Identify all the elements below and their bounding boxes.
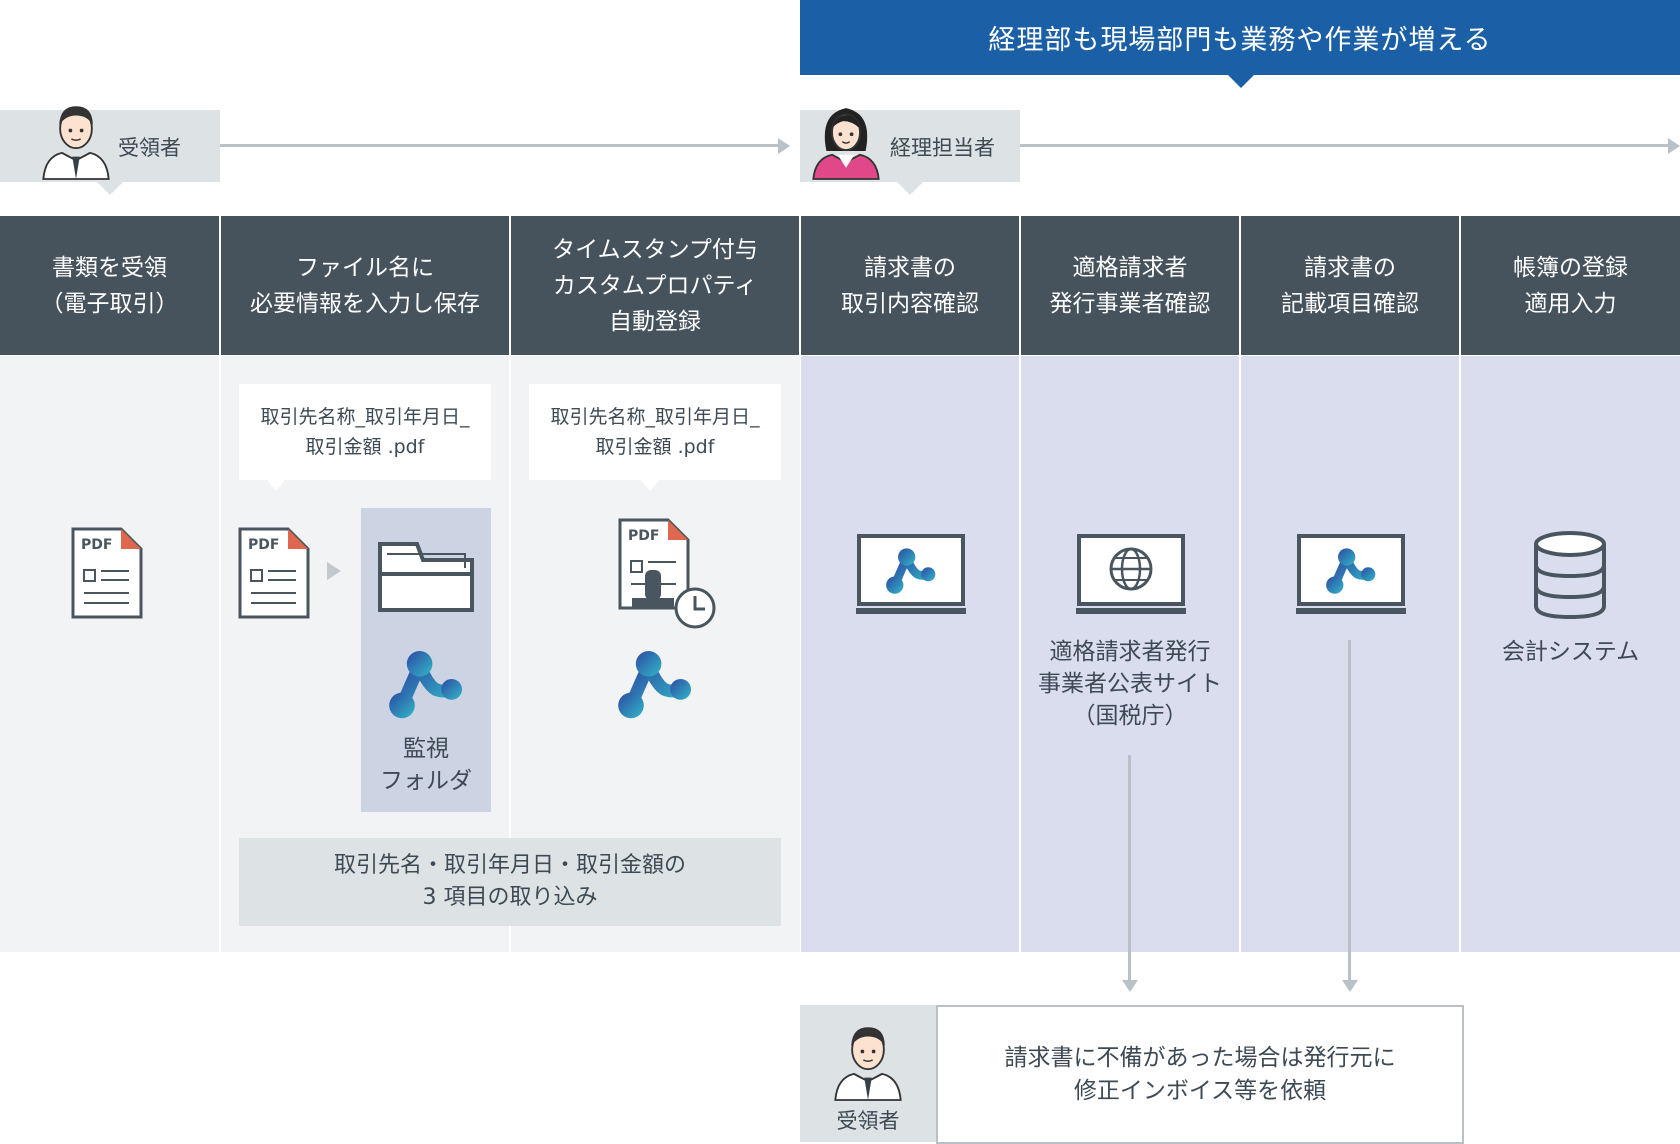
timestamp-pdf-icon: PDF <box>618 518 718 630</box>
person-icon <box>34 92 118 182</box>
role-tag-accounting: 経理担当者 <box>800 110 1020 182</box>
person-icon <box>804 92 888 182</box>
flow-line <box>1020 144 1668 147</box>
flow-arrowhead <box>778 138 790 154</box>
column-header: 請求書の 記載項目確認 <box>1241 216 1459 355</box>
column-header: 帳簿の登録 適用入力 <box>1461 216 1680 355</box>
filename-bubble: 取引先名称_取引年月日_ 取引金額 .pdf <box>239 384 491 480</box>
role-label: 経理担当者 <box>890 136 995 160</box>
banner: 経理部も現場部門も業務や作業が増える <box>800 0 1680 75</box>
arrow-down-icon <box>1122 980 1138 992</box>
connector-line <box>1348 640 1351 983</box>
bubble-pointer <box>266 479 286 491</box>
folder-icon <box>378 542 474 612</box>
banner-pointer <box>1227 74 1255 88</box>
column-header: 請求書の 取引内容確認 <box>801 216 1019 355</box>
app-logo-icon <box>615 643 695 723</box>
correction-request-note: 請求書に不備があった場合は発行元に 修正インボイス等を依頼 <box>936 1005 1464 1144</box>
watch-folder-label: 監視 フォルダ <box>380 736 472 794</box>
database-icon <box>1534 531 1606 620</box>
column-body <box>0 356 219 952</box>
app-logo-icon <box>386 643 466 723</box>
column-header: ファイル名に 必要情報を入力し保存 <box>221 216 509 355</box>
pdf-document-icon: PDF <box>238 527 310 619</box>
arrow-down-icon <box>1342 980 1358 992</box>
role-pointer <box>897 182 923 195</box>
person-icon <box>826 1013 910 1103</box>
role-tag-receiver: 受領者 <box>0 110 220 182</box>
column-body <box>1461 356 1680 952</box>
column-header: 書類を受領 （電子取引） <box>0 216 219 355</box>
flow-line <box>220 144 780 147</box>
column-header: 適格請求者 発行事業者確認 <box>1021 216 1239 355</box>
accounting-system-label: 会計システム <box>1501 639 1640 665</box>
globe-icon <box>1109 547 1153 591</box>
bubble-pointer <box>640 479 660 491</box>
app-logo-icon <box>1324 543 1378 597</box>
filename-bubble: 取引先名称_取引年月日_ 取引金額 .pdf <box>529 384 781 480</box>
bottom-role-receiver: 受領者 <box>800 1005 936 1142</box>
app-logo-icon <box>884 543 938 597</box>
role-pointer <box>97 182 123 195</box>
flow-arrowhead <box>1668 138 1680 154</box>
column-body <box>801 356 1019 952</box>
arrow-right-icon <box>327 562 341 580</box>
nta-site-label: 適格請求者発行 事業者公表サイト （国税庁） <box>1038 639 1222 729</box>
column-header: タイムスタンプ付与 カスタムプロパティ 自動登録 <box>511 216 799 355</box>
connector-line <box>1128 755 1131 983</box>
role-label: 受領者 <box>118 136 181 160</box>
role-label: 受領者 <box>836 1109 900 1133</box>
summary-note: 取引先名・取引年月日・取引金額の 3 項目の取り込み <box>239 838 781 926</box>
watch-folder-panel: 監視 フォルダ <box>361 508 491 812</box>
pdf-document-icon: PDF <box>71 527 143 619</box>
